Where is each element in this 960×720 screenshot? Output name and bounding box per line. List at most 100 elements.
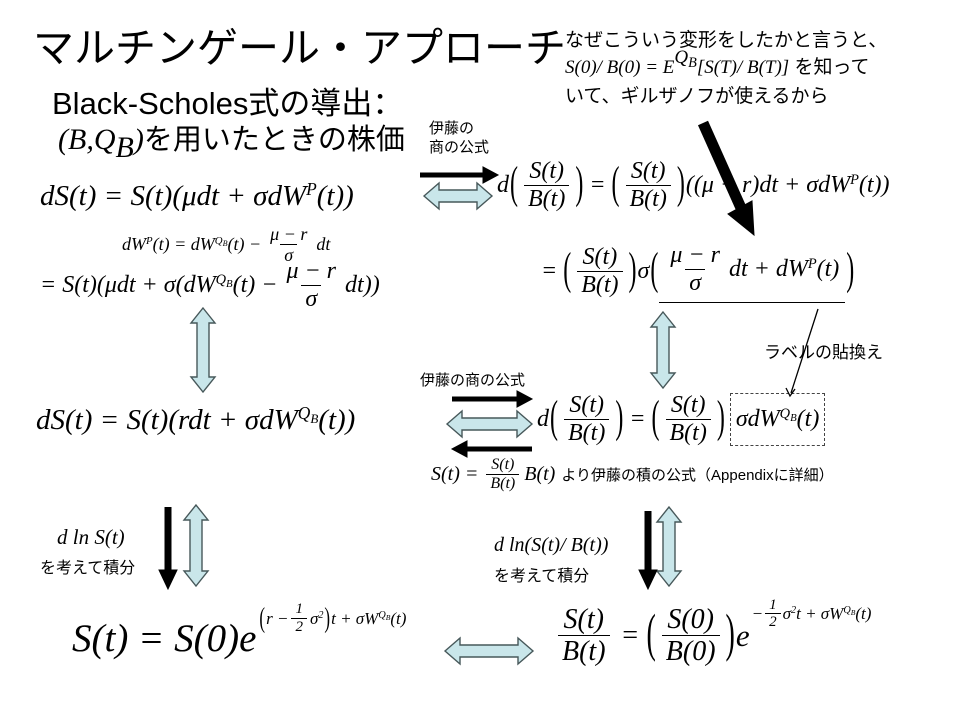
formula-sde-under-P: dS(t) = S(t)(μdt + σdWP(t)) xyxy=(40,179,354,213)
math-text: (t) − xyxy=(232,271,278,298)
math-sub-B: B xyxy=(850,608,856,618)
math-denominator: B(t) xyxy=(625,184,671,213)
big-paren-close: ) xyxy=(628,245,637,295)
why-note-tail: を知って xyxy=(789,57,870,78)
math-text: S(t) = S(0)e xyxy=(72,617,257,660)
math-Q: Q xyxy=(843,605,851,617)
math-B-QB-close: ) xyxy=(133,123,144,156)
down-arrow-bottomleft-head-icon xyxy=(158,569,178,591)
big-paren-close: ) xyxy=(575,159,584,209)
math-sub-B: B xyxy=(115,130,134,164)
math-numerator: μ − r xyxy=(270,224,308,244)
equiv-arrow-middle-icon xyxy=(445,409,534,439)
math-numerator: S(t) xyxy=(569,392,604,418)
math-sup-P: P xyxy=(146,235,153,248)
big-paren-open: ( xyxy=(651,393,660,443)
big-paren-close: ) xyxy=(324,601,331,634)
math-sup-QB: QB xyxy=(297,403,319,427)
equiv-arrow-bottom-icon xyxy=(443,636,535,666)
ito-quotient-label-line2: 商の公式 xyxy=(429,139,490,156)
big-paren-open: ( xyxy=(259,601,266,634)
math-Q: Q xyxy=(674,46,689,68)
math-sub-B: B xyxy=(385,613,391,623)
math-numerator: S(t) xyxy=(670,392,706,418)
math-denominator: 2 xyxy=(765,613,781,631)
math-denominator: B(0) xyxy=(661,635,720,667)
math-denominator: 2 xyxy=(291,618,307,636)
fraction-S0-over-B0: S(0)B(0) xyxy=(661,604,720,668)
math-numerator: μ − r xyxy=(286,258,337,284)
math-denominator: σ xyxy=(280,244,298,265)
math-numerator: S(t) xyxy=(630,158,666,184)
math-equals: = xyxy=(541,257,558,284)
math-sup-2: 2 xyxy=(318,609,324,621)
math-sub-B: B xyxy=(222,239,228,249)
math-text: (t) − xyxy=(227,234,262,255)
math-text: B(t) xyxy=(524,462,556,485)
math-sup-P: P xyxy=(850,171,859,188)
math-B-QB-open: (B,Q xyxy=(58,123,116,156)
math-text: ((μ − r)dt + σdW xyxy=(685,171,851,198)
math-text: = S(t)(μdt + σ(dW xyxy=(40,271,216,298)
math-sub-B: B xyxy=(310,411,319,427)
math-text: dS(t) = S(t)(μdt + σdW xyxy=(40,180,307,212)
formula-ratio-sde-P: d ( S(t)B(t) ) = ( S(t)B(t) ) ((μ − r)dt… xyxy=(497,158,890,213)
math-text: (t)) xyxy=(858,171,890,198)
ito-quotient-label-line1: 伊藤の xyxy=(429,120,475,137)
math-denominator: B(t) xyxy=(524,184,570,213)
math-denominator: B(t) xyxy=(558,635,610,667)
math-text: (t) xyxy=(816,255,840,282)
relabel-label: ラベルの貼換え xyxy=(764,343,883,362)
math-sub-B: B xyxy=(688,54,697,71)
formula-sde-under-QB: dS(t) = S(t)(rdt + σdWQB(t)) xyxy=(36,403,355,437)
ito-quotient-label-mid: 伊藤の商の公式 xyxy=(420,372,526,389)
big-paren-open: ( xyxy=(550,393,558,443)
backward-arrow-middle-head-icon xyxy=(450,440,468,458)
math-sub-B: B xyxy=(225,277,233,290)
math-numerator: S(t) xyxy=(582,244,618,270)
price-heading-text: を用いたときの株価 xyxy=(143,124,405,156)
math-Q: Q xyxy=(214,235,223,248)
math-text: (t) = dW xyxy=(152,234,215,255)
math-denominator: B(t) xyxy=(486,473,520,493)
math-equals: = xyxy=(629,405,646,432)
math-text: t + σW xyxy=(331,608,379,628)
math-text: dW xyxy=(122,234,146,255)
math-text: dt + dW xyxy=(728,255,808,282)
math-Q: Q xyxy=(297,403,311,424)
math-sup-QB: QB xyxy=(214,235,228,249)
math-text: t + σW xyxy=(796,603,844,623)
fraction-S-over-B: S(t)B(t) xyxy=(486,456,520,493)
math-sup-QB: QB xyxy=(216,272,233,290)
forward-arrow-top-head-icon xyxy=(482,166,500,184)
math-minus: − xyxy=(751,603,764,623)
math-denominator: B(t) xyxy=(665,418,711,447)
big-paren-open: ( xyxy=(646,604,656,664)
dln-sb-label: d ln(S(t)/ B(t)) xyxy=(494,534,609,556)
math-Q: Q xyxy=(378,609,386,621)
math-numerator: 1 xyxy=(295,601,303,618)
fraction-S-over-B: S(t)B(t) xyxy=(558,604,610,668)
math-text: σdW xyxy=(735,405,780,432)
math-text: (t)) xyxy=(316,180,354,212)
formula-product-identity: S(t) = S(t)B(t) B(t) より伊藤の積の公式（Appendixに… xyxy=(431,456,834,493)
math-d: d xyxy=(537,405,549,432)
ito-quotient-label-top: 伊藤の 商の公式 xyxy=(429,119,489,157)
integrate-label-right: を考えて積分 xyxy=(494,568,590,585)
page-title: マルチンゲール・アプローチ xyxy=(33,25,566,71)
math-text: r − xyxy=(266,608,289,628)
math-sub-B: B xyxy=(790,411,797,424)
big-paren-open: ( xyxy=(611,159,620,209)
math-martingale-rhs: [S(T)/ B(T)] xyxy=(696,57,790,78)
